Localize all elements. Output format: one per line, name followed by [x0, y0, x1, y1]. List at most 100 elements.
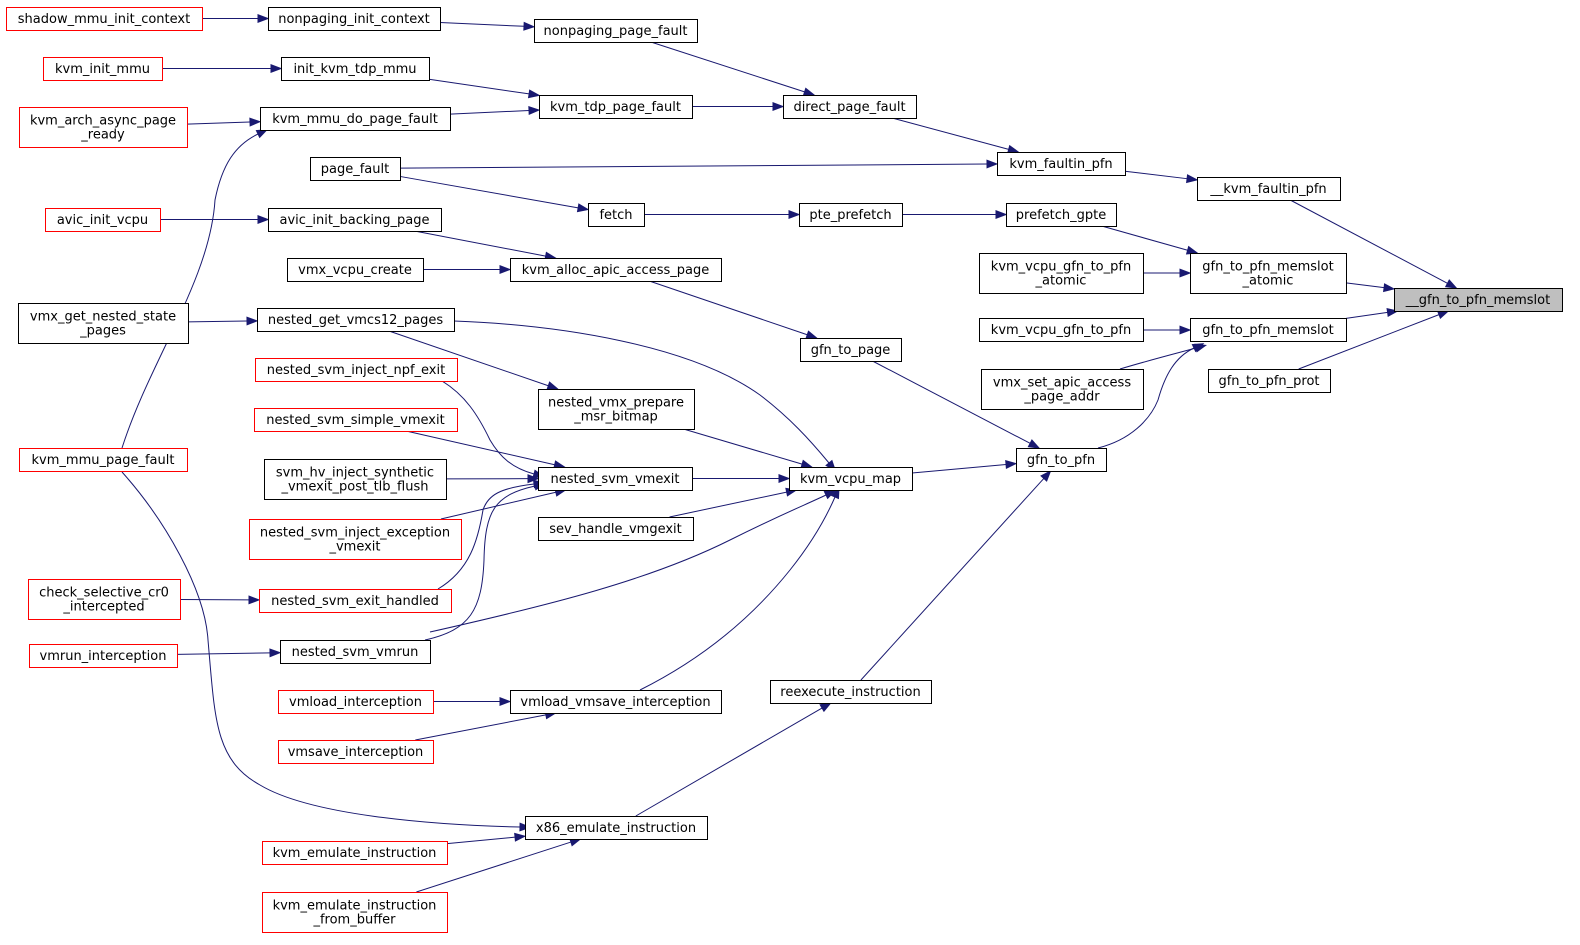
node-box[interactable] [278, 740, 434, 764]
node-check-selective-cr0-intercepted[interactable]: check_selective_cr0_intercepted [28, 579, 181, 620]
node-nested-svm-vmexit[interactable]: nested_svm_vmexit [538, 467, 693, 491]
node-box[interactable] [981, 369, 1144, 410]
node-nested-svm-exit-handled[interactable]: nested_svm_exit_handled [259, 589, 452, 613]
node-box[interactable] [259, 589, 452, 613]
node-box[interactable] [538, 467, 693, 491]
node-box[interactable] [538, 389, 695, 430]
node-box[interactable] [280, 640, 431, 664]
node-box[interactable] [260, 107, 451, 131]
node-vmx-vcpu-create[interactable]: vmx_vcpu_create [287, 258, 424, 282]
node-kvm-emulate-instruction[interactable]: kvm_emulate_instruction [262, 841, 448, 865]
node-gfn-to-pfn-memslot[interactable]: gfn_to_pfn_memslot [1190, 318, 1347, 342]
node-box[interactable] [510, 690, 722, 714]
node-box[interactable] [28, 579, 181, 620]
node-gfn-to-pfn[interactable]: gfn_to_pfn [1016, 448, 1107, 472]
node-nonpaging-page-fault[interactable]: nonpaging_page_fault [534, 19, 698, 43]
node-box[interactable] [268, 7, 441, 31]
node-box[interactable] [18, 303, 189, 344]
node-box[interactable] [783, 95, 917, 119]
node-kvm-faultin-pfn[interactable]: __kvm_faultin_pfn [1197, 177, 1341, 201]
node-box[interactable] [1016, 448, 1107, 472]
node-box[interactable] [770, 680, 932, 704]
node-box[interactable] [278, 690, 434, 714]
node-shadow-mmu-init-context[interactable]: shadow_mmu_init_context [6, 7, 203, 31]
node-nested-svm-inject-npf-exit[interactable]: nested_svm_inject_npf_exit [255, 358, 458, 382]
node-kvm-emulate-instruction-from-buffer[interactable]: kvm_emulate_instruction_from_buffer [262, 892, 448, 933]
node-box[interactable] [510, 258, 722, 282]
node-box[interactable] [19, 107, 188, 148]
node-kvm-vcpu-gfn-to-pfn-atomic[interactable]: kvm_vcpu_gfn_to_pfn_atomic [979, 253, 1144, 294]
node-box[interactable] [1394, 288, 1563, 312]
node-gfn-to-pfn-memslot-atomic[interactable]: gfn_to_pfn_memslot_atomic [1190, 253, 1347, 294]
node-sev-handle-vmgexit[interactable]: sev_handle_vmgexit [538, 517, 694, 541]
node-box[interactable] [534, 19, 698, 43]
node-nonpaging-init-context[interactable]: nonpaging_init_context [268, 7, 441, 31]
node-box[interactable] [262, 892, 448, 933]
node-nested-get-vmcs12-pages[interactable]: nested_get_vmcs12_pages [257, 308, 455, 332]
node-box[interactable] [268, 208, 442, 232]
node-init-kvm-tdp-mmu[interactable]: init_kvm_tdp_mmu [281, 57, 430, 81]
node-box[interactable] [1208, 369, 1331, 393]
node-kvm-init-mmu[interactable]: kvm_init_mmu [43, 57, 163, 81]
node-box[interactable] [789, 467, 913, 491]
node-vmload-interception[interactable]: vmload_interception [278, 690, 434, 714]
node-vmload-vmsave-interception[interactable]: vmload_vmsave_interception [510, 690, 722, 714]
node-kvm-tdp-page-fault[interactable]: kvm_tdp_page_fault [539, 95, 693, 119]
node-box[interactable] [262, 841, 448, 865]
node-vmx-set-apic-access-page-addr[interactable]: vmx_set_apic_access_page_addr [981, 369, 1144, 410]
node-fetch[interactable]: fetch [588, 203, 645, 227]
node-kvm-arch-async-page-ready[interactable]: kvm_arch_async_page_ready [19, 107, 188, 148]
node-nested-svm-simple-vmexit[interactable]: nested_svm_simple_vmexit [254, 408, 458, 432]
node-vmrun-interception[interactable]: vmrun_interception [29, 644, 178, 668]
node-box[interactable] [1197, 177, 1341, 201]
node-box[interactable] [538, 517, 694, 541]
node-box[interactable] [800, 338, 902, 362]
node-box[interactable] [525, 816, 708, 840]
node-vmsave-interception[interactable]: vmsave_interception [278, 740, 434, 764]
node-kvm-alloc-apic-access-page[interactable]: kvm_alloc_apic_access_page [510, 258, 722, 282]
node-kvm-vcpu-gfn-to-pfn[interactable]: kvm_vcpu_gfn_to_pfn [979, 318, 1144, 342]
node-box[interactable] [19, 448, 188, 472]
node-prefetch-gpte[interactable]: prefetch_gpte [1006, 203, 1117, 227]
node-box[interactable] [287, 258, 424, 282]
node-box[interactable] [6, 7, 203, 31]
node-gfn-to-pfn-prot[interactable]: gfn_to_pfn_prot [1208, 369, 1331, 393]
node-box[interactable] [310, 157, 401, 181]
node-direct-page-fault[interactable]: direct_page_fault [783, 95, 917, 119]
node-box[interactable] [539, 95, 693, 119]
node-gfn-to-pfn-memslot[interactable]: __gfn_to_pfn_memslot [1394, 288, 1563, 312]
node-box[interactable] [1006, 203, 1117, 227]
node-x86-emulate-instruction[interactable]: x86_emulate_instruction [525, 816, 708, 840]
node-box[interactable] [1190, 318, 1347, 342]
node-pte-prefetch[interactable]: pte_prefetch [799, 203, 903, 227]
node-box[interactable] [979, 253, 1144, 294]
node-avic-init-vcpu[interactable]: avic_init_vcpu [45, 208, 161, 232]
node-kvm-mmu-do-page-fault[interactable]: kvm_mmu_do_page_fault [260, 107, 451, 131]
node-box[interactable] [249, 519, 462, 560]
node-box[interactable] [799, 203, 903, 227]
node-nested-vmx-prepare-msr-bitmap[interactable]: nested_vmx_prepare_msr_bitmap [538, 389, 695, 430]
node-avic-init-backing-page[interactable]: avic_init_backing_page [268, 208, 442, 232]
node-box[interactable] [281, 57, 430, 81]
node-kvm-vcpu-map[interactable]: kvm_vcpu_map [789, 467, 913, 491]
node-box[interactable] [255, 358, 458, 382]
node-box[interactable] [264, 459, 447, 500]
node-box[interactable] [1190, 253, 1347, 294]
node-box[interactable] [43, 57, 163, 81]
node-vmx-get-nested-state-pages[interactable]: vmx_get_nested_state_pages [18, 303, 189, 344]
node-box[interactable] [588, 203, 645, 227]
node-nested-svm-vmrun[interactable]: nested_svm_vmrun [280, 640, 431, 664]
node-box[interactable] [29, 644, 178, 668]
node-svm-hv-inject-synthetic-vmexit-post-tlb-flush[interactable]: svm_hv_inject_synthetic_vmexit_post_tlb_… [264, 459, 447, 500]
node-gfn-to-page[interactable]: gfn_to_page [800, 338, 902, 362]
node-box[interactable] [979, 318, 1144, 342]
node-box[interactable] [257, 308, 455, 332]
node-box[interactable] [997, 152, 1126, 176]
node-kvm-mmu-page-fault[interactable]: kvm_mmu_page_fault [19, 448, 188, 472]
node-reexecute-instruction[interactable]: reexecute_instruction [770, 680, 932, 704]
node-kvm-faultin-pfn[interactable]: kvm_faultin_pfn [997, 152, 1126, 176]
node-box[interactable] [45, 208, 161, 232]
node-page-fault[interactable]: page_fault [310, 157, 401, 181]
node-nested-svm-inject-exception-vmexit[interactable]: nested_svm_inject_exception_vmexit [249, 519, 462, 560]
node-box[interactable] [254, 408, 458, 432]
